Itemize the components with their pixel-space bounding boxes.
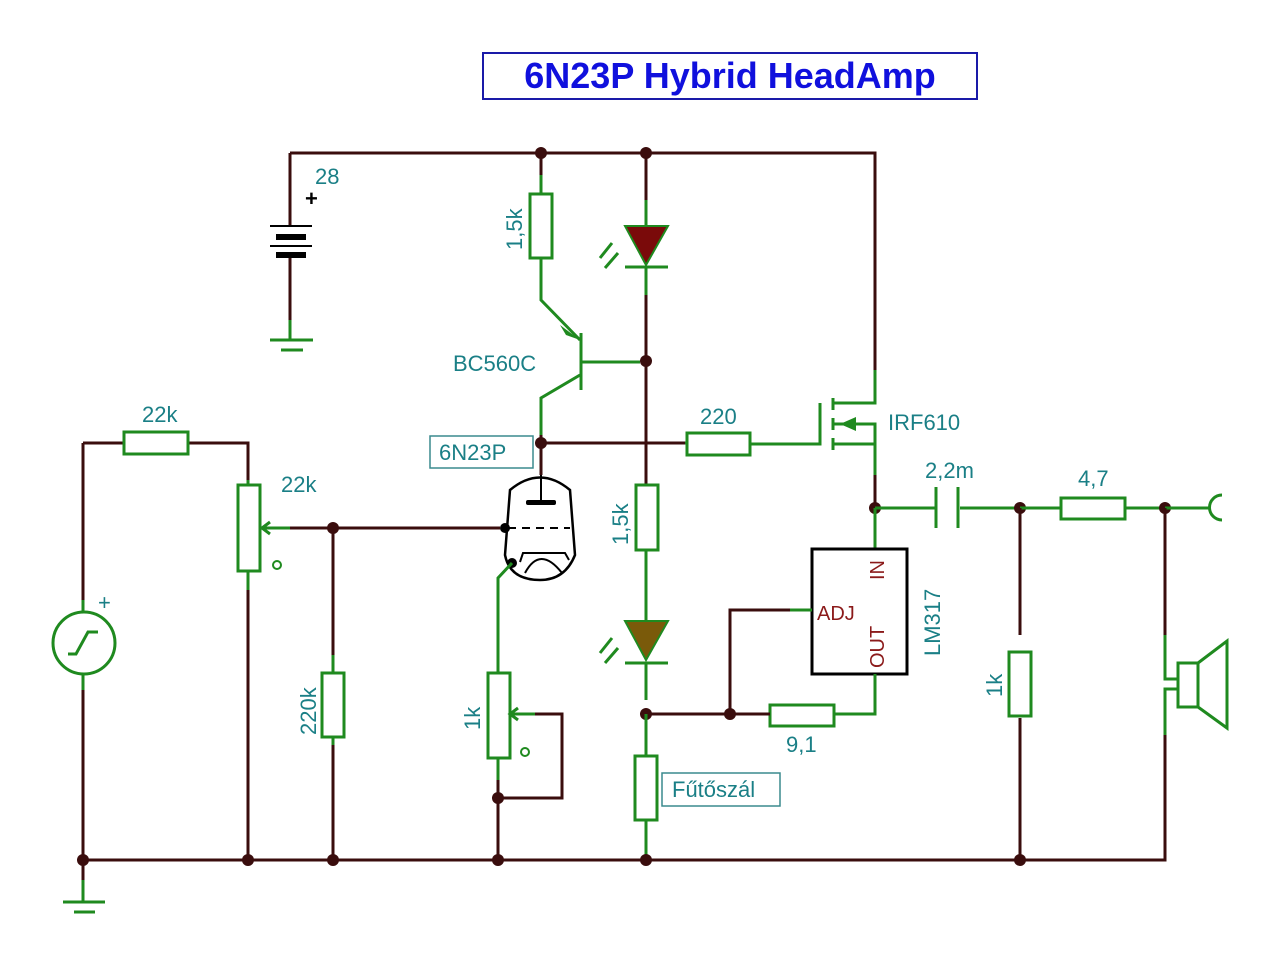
r-series-out-label: 4,7 [1078,466,1109,491]
supply-voltage-label: 28 [315,164,339,189]
potentiometer-icon [486,671,535,780]
led-icon [598,225,670,269]
cap-output-label: 2,2m [925,458,974,483]
r-gate-label: 220 [700,404,737,429]
speaker-icon [1163,635,1229,735]
tube-label: 6N23P [439,440,506,465]
r-collector-label: 1,5k [502,207,527,250]
resistor-icon [528,192,554,260]
transistor-label: BC560C [453,351,536,376]
positive-rail [290,151,877,370]
triode-tube-icon [500,475,577,582]
signal-source-icon [51,600,117,690]
headphone-jack-icon [1208,493,1223,522]
schematic-title: 6N23P Hybrid HeadAmp [482,52,978,100]
pin-out-label: OUT [867,626,889,668]
battery-icon [270,153,312,340]
mosfet-label: IRF610 [888,410,960,435]
ground-icon [270,338,313,352]
r-input-label: 22k [142,402,178,427]
heater-resistor [633,754,659,822]
capacitor-icon [934,487,960,528]
potentiometer-icon [236,480,290,590]
pot-cathode-label: 1k [460,706,485,730]
pin-in-label: IN [867,560,889,580]
r-led-string-label: 1,5k [608,502,633,545]
r-grid-label: 220k [296,686,321,735]
pot-volume-label: 22k [281,472,317,497]
pin-adj-label: ADJ [817,603,855,625]
pnp-transistor-icon [539,325,640,435]
battery-plus-label: + [305,186,318,211]
led-icon [598,620,670,665]
ground-icon [63,880,105,914]
r-load-label: 1k [982,673,1007,697]
heater-label: Fűtőszál [672,777,755,802]
source-plus-label: + [98,590,111,615]
regulator-label: LM317 [920,589,945,656]
nmos-mosfet-icon [831,370,877,475]
r-set-label: 9,1 [786,732,817,757]
